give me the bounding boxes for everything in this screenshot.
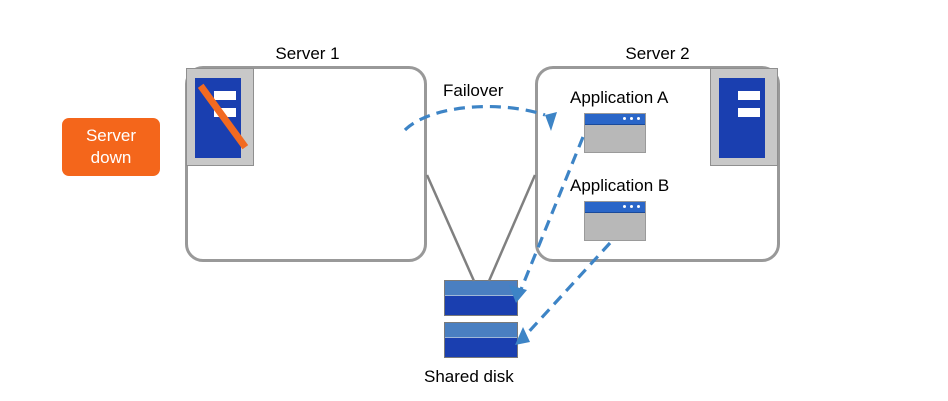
application-b-window-icon [584, 201, 646, 241]
application-b-label: Application B [570, 176, 670, 195]
application-a-window-icon [584, 113, 646, 153]
server-down-line2: down [90, 148, 132, 167]
server2-tower-icon [710, 68, 778, 166]
application-a-label: Application A [570, 88, 669, 107]
server2-title: Server 2 [625, 44, 690, 63]
shared-disk-bottom [444, 322, 518, 358]
shared-disk-top [444, 280, 518, 316]
failover-label: Failover [443, 81, 504, 100]
server2-to-disk-line [487, 174, 537, 282]
server-down-line1: Server [85, 126, 137, 145]
server1-title: Server 1 [275, 44, 340, 63]
server1-tower-icon [186, 68, 254, 166]
shared-disk-label: Shared disk [424, 367, 514, 386]
server-down-badge: Server down [62, 118, 160, 176]
server1-to-disk-line [425, 174, 476, 282]
